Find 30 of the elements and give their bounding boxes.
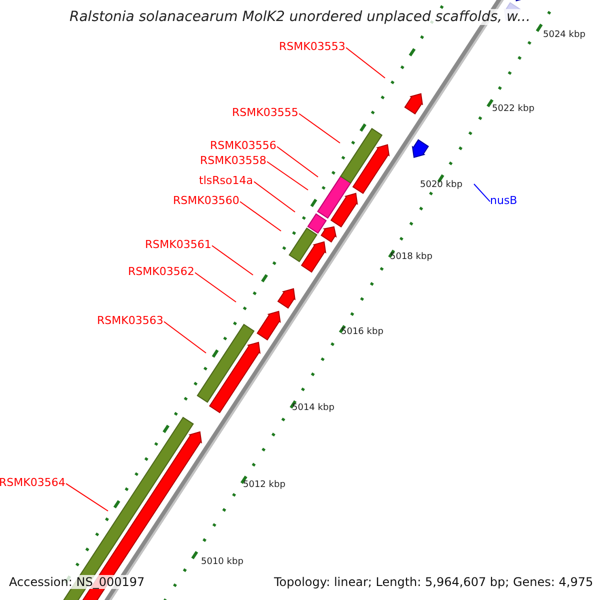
scale-label: 5016 kbp <box>341 328 384 337</box>
gene-label: RSMK03560 <box>173 195 240 206</box>
gene-label: RSMK03562 <box>128 266 194 277</box>
gene-label: RSMK03561 <box>145 239 212 250</box>
leader-line <box>164 321 206 354</box>
scale-label: 5020 kbp <box>420 181 462 190</box>
scale-label: 5024 kbp <box>543 31 586 40</box>
scale-label: 5018 kbp <box>390 253 432 262</box>
leader-line <box>298 113 340 144</box>
scale-label: 5022 kbp <box>492 105 534 114</box>
gene-label: RSMK03564 <box>0 477 66 488</box>
leader-line <box>254 181 296 212</box>
scale-label: 5014 kbp <box>292 404 334 413</box>
scale-label: 5012 kbp <box>243 481 286 490</box>
gene-label: RSMK03558 <box>200 155 266 166</box>
leader-line <box>346 47 386 78</box>
scale-label: 5010 kbp <box>201 558 244 567</box>
leader-line <box>212 245 254 276</box>
leader-line <box>474 184 490 202</box>
gene-label: RSMK03553 <box>279 41 346 52</box>
gene-label: RSMK03563 <box>97 315 164 326</box>
leader-line <box>66 483 108 512</box>
leader-line <box>276 146 318 178</box>
leader-line <box>266 161 308 190</box>
gene-label: tlsRso14a <box>199 175 253 186</box>
gene-label: RSMK03555 <box>232 107 298 118</box>
gene-label: nusB <box>490 195 518 206</box>
gene-label: RSMK03556 <box>210 140 276 151</box>
leader-line <box>194 272 236 302</box>
leader-line <box>240 201 282 232</box>
